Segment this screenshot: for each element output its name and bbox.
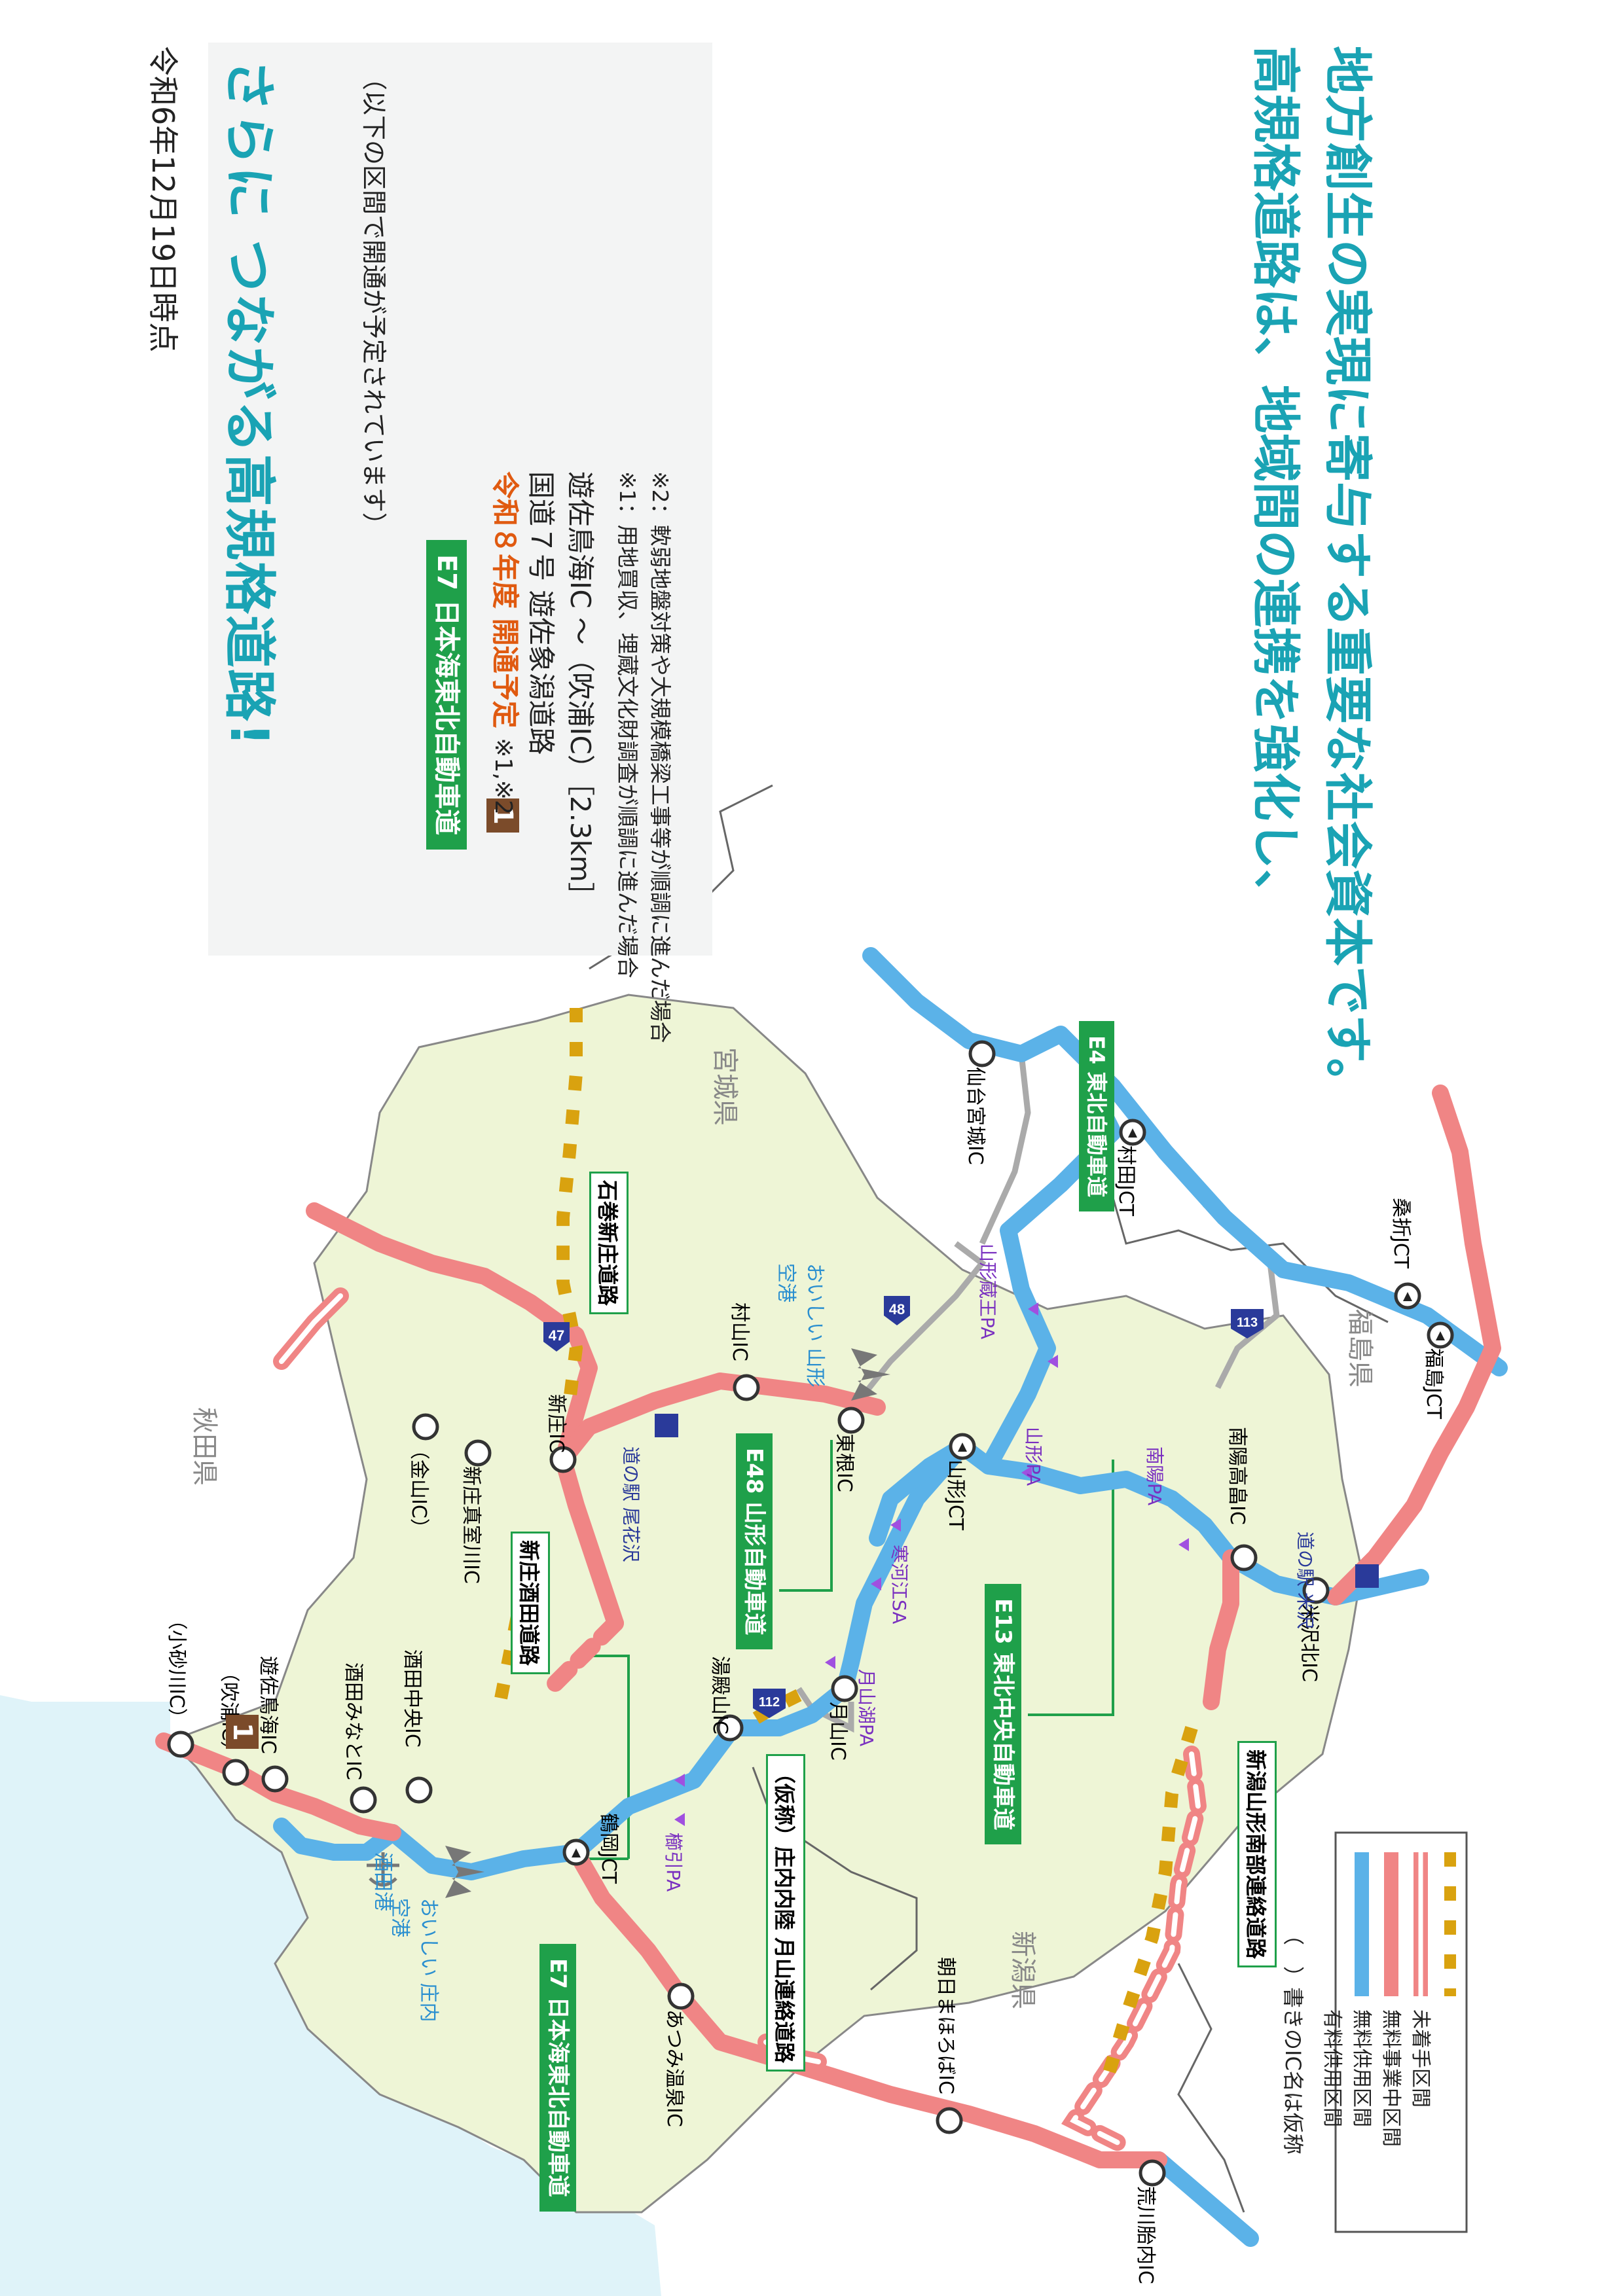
jct-fukushima: 福島JCT	[1422, 1348, 1445, 1420]
map-project-1-marker: 1	[226, 1715, 259, 1749]
pa-nanyo: 南陽PA	[1144, 1446, 1165, 1506]
ic-yuza-chokai: 遊佐鳥海IC	[257, 1656, 280, 1754]
jct-markers	[562, 1119, 1454, 1866]
pa-gassanko: 月山湖PA	[856, 1669, 877, 1747]
pref-fukushima: 福島県	[1345, 1309, 1375, 1388]
jct-murata: 村田JCT	[1114, 1145, 1137, 1217]
legend-box	[1334, 1831, 1468, 2233]
legend-under-construction: 無料事業中区間	[1379, 2009, 1402, 2147]
sa-sagaekasa: 寒河江SA	[888, 1545, 910, 1624]
ic-nanyo-takahata: 南陽高畠IC	[1226, 1427, 1249, 1525]
pref-niigata: 新潟県	[1008, 1931, 1038, 2009]
airplane-icon	[445, 1348, 890, 1898]
pref-akita: 秋田県	[189, 1407, 219, 1486]
ic-kaneyama: （金山IC）	[407, 1440, 430, 1538]
slogan-line-1: 高規格道路は、地域間の連携を強化し、	[1247, 46, 1304, 918]
ic-shinjo-masamurokawa: 新庄真室川IC	[460, 1466, 483, 1584]
poi-shonai-airport: おいしい 庄内空港	[388, 1898, 440, 2022]
ic-sakata-minato: 酒田みなとIC	[342, 1662, 365, 1780]
ic-markers	[167, 1040, 1330, 2187]
route-badge-e7: E7 日本海東北自動車道	[426, 540, 468, 850]
legend-free: 無料供用区間	[1350, 2009, 1373, 2127]
route-shield-47: 47	[543, 1322, 570, 1352]
note-2: ※2：軟弱地盤対策や大規模橋梁工事等が順調に進んだ場合	[647, 471, 673, 1043]
poi-yamagata-airport: おいしい 山形空港	[775, 1263, 826, 1388]
prefecture-boundary	[1079, 1164, 1389, 1323]
svg-text:47: 47	[549, 1327, 564, 1344]
route-shield-48: 48	[884, 1296, 910, 1325]
jct-kuwaori: 桑折JCT	[1389, 1198, 1412, 1269]
page-subtitle: （以下の区間で開通が予定されています）	[359, 65, 388, 537]
slogan-line-2: 地方創生の実現に寄与する重要な社会資本です。	[1319, 46, 1376, 1107]
route-label-e7-bottom: E7 日本海東北自動車道	[539, 1944, 576, 2212]
route-label-shinjo-sakata: 新庄酒田道路	[511, 1532, 550, 1675]
route-label-e4: E4 東北自動車道	[1079, 1021, 1114, 1212]
ic-murayama: 村山IC	[728, 1302, 751, 1361]
svg-text:113: 113	[1237, 1316, 1258, 1330]
legend-note: （ ）書きのIC名は仮称	[1281, 1924, 1305, 2155]
road-name: 国道７号 遊佐象潟道路	[525, 471, 557, 755]
route-shield-112: 112	[753, 1689, 786, 1718]
ic-higashine: 東根IC	[833, 1433, 856, 1492]
route-label-e13: E13 東北中央自動車道	[985, 1584, 1021, 1845]
schedule-year: 令和８年度	[489, 471, 521, 609]
prefecture-boundary	[1177, 1963, 1245, 2213]
ic-sendai-miyagi: 仙台宮城IC	[964, 1067, 987, 1165]
ic-gassan: 月山IC	[826, 1702, 849, 1761]
poi-michinoeki-obanazawa: 道の駅 尾花沢	[620, 1446, 642, 1562]
not-started-roads	[491, 1008, 1198, 2083]
route-shield-113: 113	[1231, 1309, 1264, 1338]
pa-markers	[674, 1302, 1189, 1826]
svg-text:112: 112	[759, 1695, 780, 1710]
route-label-e48: E48 山形自動車道	[736, 1433, 773, 1650]
ic-shinjo: 新庄IC	[545, 1394, 568, 1453]
schedule-status: 開通予定	[489, 618, 521, 728]
poi-michinoeki-yonezawa: 道の駅 米沢	[1294, 1532, 1316, 1629]
ic-sakata-chuo: 酒田中央IC	[401, 1649, 424, 1748]
ic-asahi-mahoroba: 朝日まほろばIC	[934, 1957, 957, 2094]
ic-kosunagawa: （小砂川IC）	[165, 1610, 188, 1728]
pa-yamagata-zao: 山形蔵王PA	[977, 1244, 998, 1340]
svg-text:48: 48	[889, 1301, 905, 1318]
road-section: 遊佐鳥海IC ～（吹浦IC）［2.3km］	[564, 471, 596, 910]
anchor-icon	[367, 1852, 399, 1887]
ic-yudonosan: 湯殿山IC	[708, 1656, 731, 1734]
route-badge-label: E7 日本海東北自動車道	[426, 540, 467, 850]
jct-yamagata: 山形JCT	[944, 1460, 967, 1531]
note-1: ※1：用地買収、埋蔵文化財調査が順調に進んだ場合	[615, 471, 640, 978]
ic-arakawa-tainai: 荒川胎内IC	[1134, 2186, 1157, 2284]
pa-kushibiki: 櫛引PA	[663, 1833, 684, 1892]
page-title: さらに つながる高規格道路!	[219, 59, 280, 748]
route-label-shonai-gassan: （仮称）庄内内陸 月山連絡道路	[766, 1754, 805, 2072]
michinoeki-icon	[655, 1414, 1379, 1588]
jct-tsuruoka: 鶴岡JCT	[597, 1813, 620, 1884]
route-label-niigata-yamagata: 新潟山形南部連絡道路	[1237, 1741, 1277, 1968]
pref-miyagi: 宮城県	[710, 1047, 740, 1126]
schedule-notes: ※1,※2	[490, 738, 517, 815]
pa-yamagata: 山形PA	[1023, 1427, 1044, 1486]
national-roads	[796, 1053, 1280, 1733]
legend-toll: 有料供用区間	[1321, 2009, 1343, 2127]
date-stamp: 令和6年12月19日時点	[145, 46, 181, 353]
ic-atsumi-onsen: あつみ温泉IC	[663, 2009, 685, 2127]
legend-not-started: 未着手区間	[1409, 2009, 1432, 2108]
project-schedule: 令和８年度 開通予定 ※1,※2	[487, 471, 527, 815]
route-label-ishinomaki-shinjo: 石巻新庄道路	[589, 1172, 629, 1315]
